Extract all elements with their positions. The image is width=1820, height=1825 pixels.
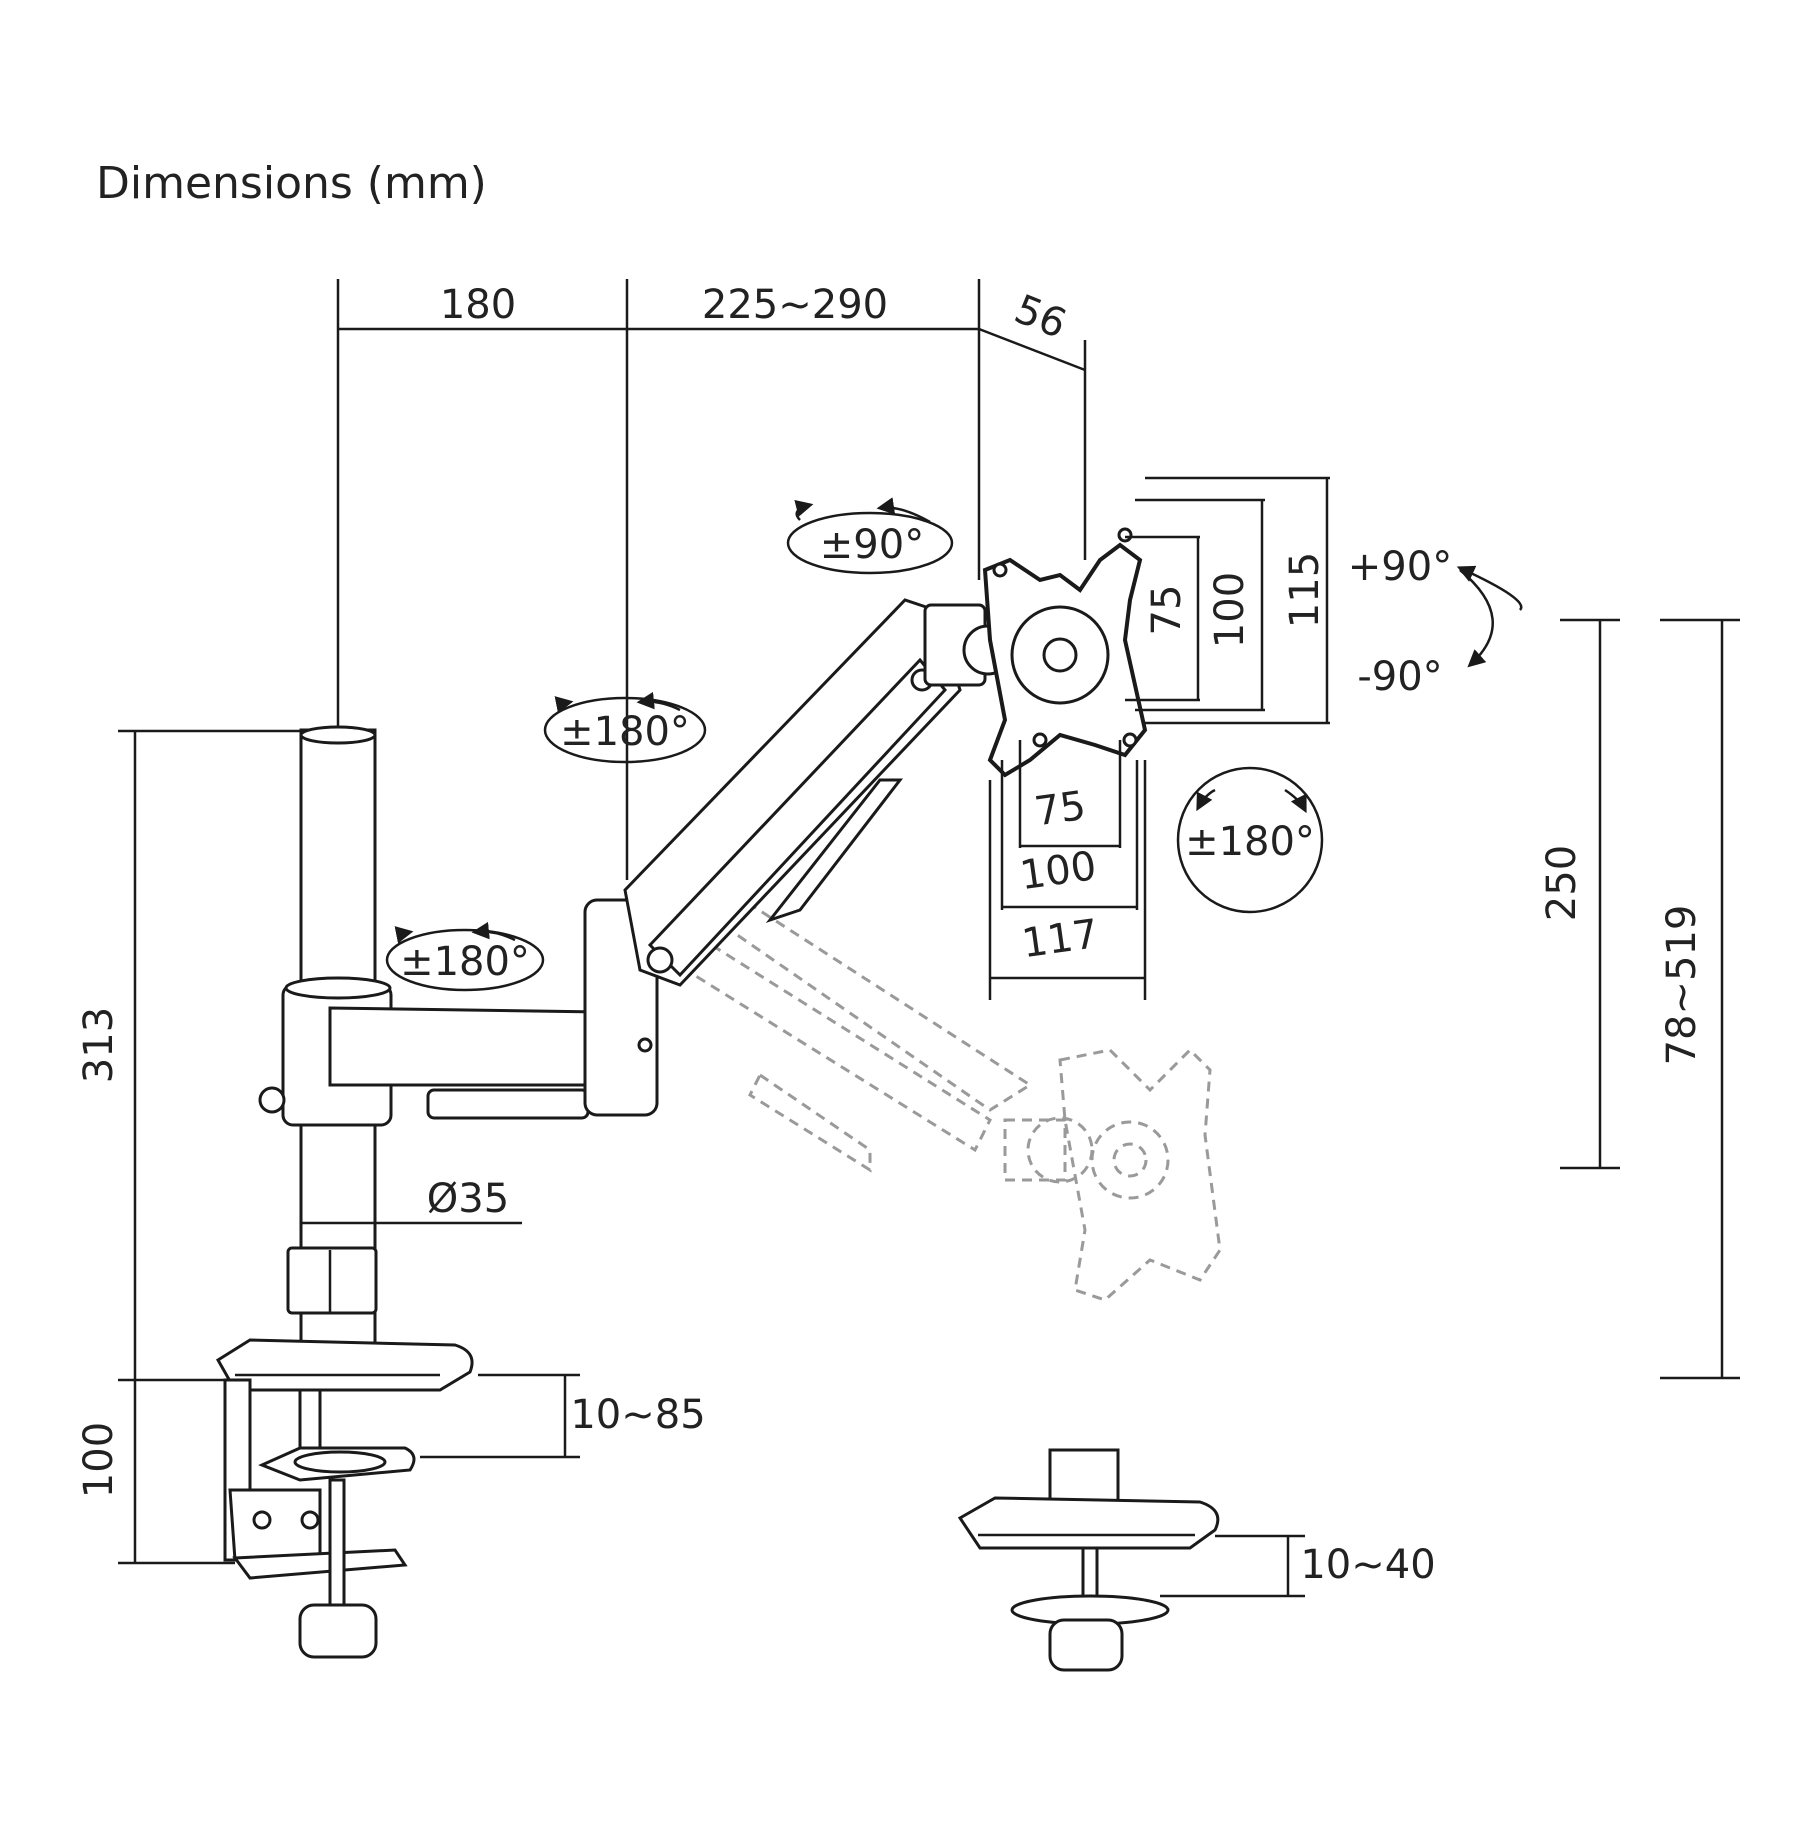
top-dimension-lines bbox=[336, 279, 1087, 880]
rotation-arm-swivel-label: ±180° bbox=[560, 709, 690, 755]
dim-vesa-h-117: 117 bbox=[1019, 911, 1101, 967]
dim-lift-range: 250 bbox=[1539, 845, 1585, 921]
rotation-callouts bbox=[385, 497, 1523, 992]
rotation-head-swivel-label: ±180° bbox=[1185, 819, 1315, 865]
dim-height-range: 78~519 bbox=[1659, 905, 1705, 1066]
rotation-elbow-swivel-label: ±180° bbox=[400, 939, 530, 985]
dim-second-arm: 225~290 bbox=[702, 282, 888, 328]
grommet-base bbox=[957, 1448, 1220, 1672]
rotation-plus-label: +90° bbox=[1348, 544, 1452, 590]
rotation-minus-label: -90° bbox=[1357, 654, 1442, 700]
dim-vesa-h-75: 75 bbox=[1032, 783, 1089, 836]
dim-head-depth: 56 bbox=[1008, 286, 1072, 348]
dim-vesa-v-75: 75 bbox=[1144, 585, 1190, 636]
dim-vesa-v-100: 100 bbox=[1207, 572, 1253, 648]
vesa-dimension-lines bbox=[988, 476, 1330, 1000]
lowered-arm-ghost bbox=[628, 870, 1222, 1302]
gas-spring-arm bbox=[623, 598, 962, 987]
dim-pole-diameter: Ø35 bbox=[427, 1176, 509, 1222]
dim-clamp-height: 100 bbox=[76, 1422, 122, 1498]
pole-dimension-lines bbox=[118, 729, 522, 1565]
dim-clamp-range: 10~85 bbox=[570, 1392, 705, 1438]
diagram-title: Dimensions (mm) bbox=[96, 158, 487, 209]
dim-grommet-range: 10~40 bbox=[1300, 1542, 1435, 1588]
dim-vesa-v-115: 115 bbox=[1282, 552, 1328, 628]
rotation-tilt-label: ±90° bbox=[820, 522, 924, 568]
clamp-dimension-lines bbox=[420, 1373, 580, 1459]
vesa-plate bbox=[982, 527, 1148, 778]
c-clamp bbox=[215, 1338, 474, 1659]
dim-vesa-h-100: 100 bbox=[1017, 843, 1099, 899]
height-dimension-lines bbox=[1560, 618, 1740, 1380]
dim-pole-height: 313 bbox=[76, 1007, 122, 1083]
grommet-dimension-lines bbox=[1160, 1534, 1305, 1598]
dim-pole-to-elbow: 180 bbox=[440, 282, 516, 328]
